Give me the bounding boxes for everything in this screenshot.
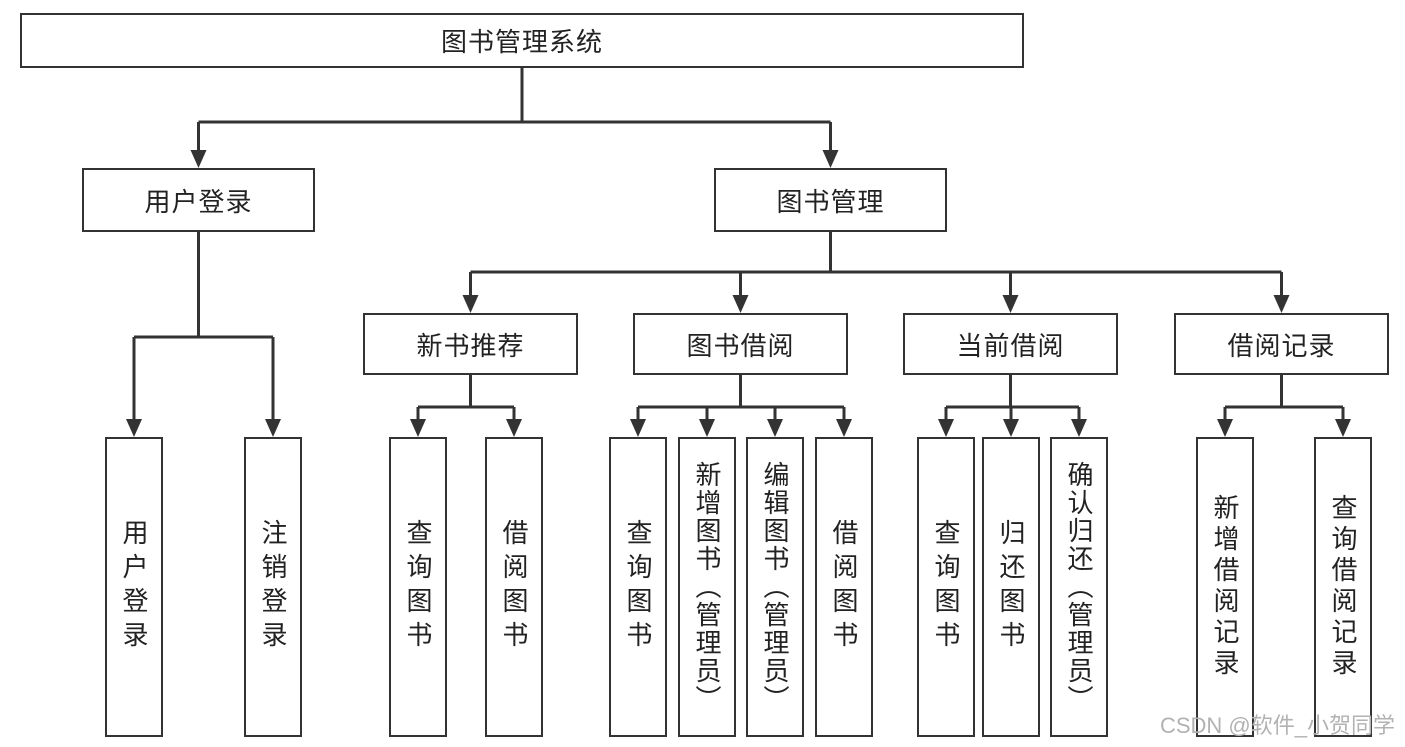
leaf-logout-login-label: 注销登录 <box>258 519 288 655</box>
node-user-login: 用户登录 <box>82 168 315 232</box>
leaf-borrow-add-books-admin: 新增图书（管理员） <box>678 437 736 737</box>
node-borrow-records-label: 借阅记录 <box>1227 330 1336 361</box>
connector-book-management-to-level3 <box>462 232 1290 313</box>
leaf-borrow-query-books-label: 查询图书 <box>623 519 653 655</box>
node-book-borrow-label: 图书借阅 <box>686 330 795 361</box>
leaf-current-return-books-label: 归还图书 <box>996 519 1026 655</box>
node-current-borrow: 当前借阅 <box>903 313 1118 375</box>
leaf-borrow-borrow-books-label: 借阅图书 <box>829 519 859 655</box>
node-borrow-records: 借阅记录 <box>1174 313 1389 375</box>
node-current-borrow-label: 当前借阅 <box>956 330 1065 361</box>
leaf-recommend-borrow-books: 借阅图书 <box>485 437 543 737</box>
leaf-borrow-edit-books-admin-label: 编辑图书（管理员） <box>760 461 790 713</box>
connector-book-borrow-to-leaves <box>630 375 852 437</box>
node-new-book-recommend-label: 新书推荐 <box>416 330 525 361</box>
node-book-management-label: 图书管理 <box>776 186 885 217</box>
node-root: 图书管理系统 <box>20 13 1024 68</box>
node-book-management: 图书管理 <box>714 168 947 232</box>
leaf-logout-login: 注销登录 <box>244 437 302 737</box>
leaf-recommend-borrow-books-label: 借阅图书 <box>499 519 529 655</box>
leaf-records-add-record-label: 新增借阅记录 <box>1210 494 1240 680</box>
leaf-borrow-add-books-admin-label: 新增图书（管理员） <box>692 461 722 713</box>
node-book-borrow: 图书借阅 <box>633 313 848 375</box>
leaf-borrow-query-books: 查询图书 <box>609 437 667 737</box>
leaf-records-query-record-label: 查询借阅记录 <box>1328 494 1358 680</box>
leaf-current-query-books-label: 查询图书 <box>931 519 961 655</box>
connector-user-login-to-leaves <box>126 232 281 437</box>
connector-borrow-records-to-leaves <box>1217 375 1351 437</box>
leaf-current-confirm-return-admin-label: 确认归还（管理员） <box>1064 461 1094 713</box>
leaf-recommend-query-books-label: 查询图书 <box>403 519 433 655</box>
leaf-current-query-books: 查询图书 <box>917 437 975 737</box>
leaf-user-login: 用户登录 <box>105 437 163 737</box>
leaf-current-confirm-return-admin: 确认归还（管理员） <box>1050 437 1108 737</box>
leaf-borrow-edit-books-admin: 编辑图书（管理员） <box>746 437 804 737</box>
connector-new-book-recommend-to-leaves <box>410 375 522 437</box>
node-new-book-recommend: 新书推荐 <box>363 313 578 375</box>
node-root-label: 图书管理系统 <box>440 27 603 57</box>
node-user-login-label: 用户登录 <box>144 186 253 217</box>
leaf-user-login-label: 用户登录 <box>119 519 149 655</box>
connector-root-to-level2 <box>190 68 839 168</box>
leaf-recommend-query-books: 查询图书 <box>389 437 447 737</box>
watermark: CSDN @软件_小贺同学 <box>1159 713 1395 738</box>
leaf-current-return-books: 归还图书 <box>982 437 1040 737</box>
leaf-records-query-record: 查询借阅记录 <box>1314 437 1372 737</box>
leaf-records-add-record: 新增借阅记录 <box>1196 437 1254 737</box>
connector-current-borrow-to-leaves <box>938 375 1087 437</box>
leaf-borrow-borrow-books: 借阅图书 <box>815 437 873 737</box>
